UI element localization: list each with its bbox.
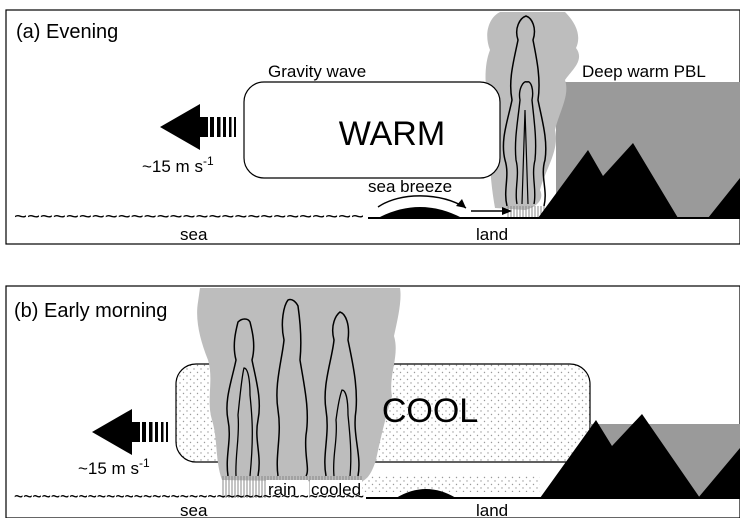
mountains-b	[540, 414, 740, 498]
land-label-b: land	[476, 501, 508, 518]
cooled-label: cooled	[311, 480, 361, 499]
sea-waves-b: ~~~~~~~~~~~~~~~~~~~~~~~~~~~~~~~~~~~~~~	[14, 486, 364, 508]
speed-label-b: ~15 m s-1	[78, 456, 150, 478]
inner-cell-a	[514, 81, 537, 205]
cool-label: COOL	[382, 392, 478, 430]
pbl-label: Deep warm PBL	[582, 62, 706, 81]
convective-cell-b2	[276, 298, 309, 477]
speed-exp-a: -1	[203, 154, 214, 168]
speed-prefix-a: ~15 m s	[142, 157, 203, 176]
land-label-a: land	[476, 225, 508, 244]
rain-label-bg-2	[310, 480, 362, 498]
speed-exp-b: -1	[139, 456, 150, 470]
speed-prefix-b: ~15 m s	[78, 459, 139, 478]
sea-breeze-arrow-curve	[377, 195, 467, 209]
convective-cell-b1	[226, 318, 261, 477]
rain-label-bg-1	[266, 480, 308, 498]
warm-label: WARM	[339, 115, 445, 153]
sea-breeze-arrowhead-curve	[456, 199, 466, 208]
sea-label-b: sea	[180, 501, 208, 518]
rain-label: rain	[268, 480, 296, 499]
cloud-plume-a	[485, 12, 580, 210]
sea-breeze-label: sea breeze	[368, 177, 452, 196]
gravity-wave-label: Gravity wave	[268, 62, 366, 81]
convective-cell-a	[502, 15, 547, 207]
warm-box	[243, 81, 501, 179]
sea-label-a: sea	[180, 225, 208, 244]
inner-cell-b3	[332, 389, 352, 477]
sea-breeze-arrowhead-straight	[502, 207, 512, 215]
cool-surface-layer	[350, 476, 540, 492]
propagation-arrow-b	[92, 409, 168, 455]
panel-b: (b) Early morning COOL ~15 m s-1 rain co…	[5, 285, 740, 518]
panel-b-title: (b) Early morning	[14, 300, 167, 322]
speed-label-a: ~15 m s-1	[142, 154, 214, 176]
convective-cell-b3	[324, 311, 360, 477]
sea-breeze-front-a	[378, 207, 462, 218]
propagation-arrow-a	[160, 104, 236, 150]
mountains-a	[538, 143, 740, 218]
inner-cell-b1	[235, 367, 253, 477]
sea-waves-a: ~~~~~~~~~~~~~~~~~~~~~~~~~~~	[14, 206, 364, 228]
panel-a-title: (a) Evening	[16, 21, 118, 43]
inner-cell-a-2	[521, 109, 529, 205]
panel-a: (a) Evening Gravity wave WARM Deep warm …	[5, 9, 740, 245]
small-hill-b	[396, 489, 456, 498]
rain-shaft-a	[506, 206, 546, 218]
